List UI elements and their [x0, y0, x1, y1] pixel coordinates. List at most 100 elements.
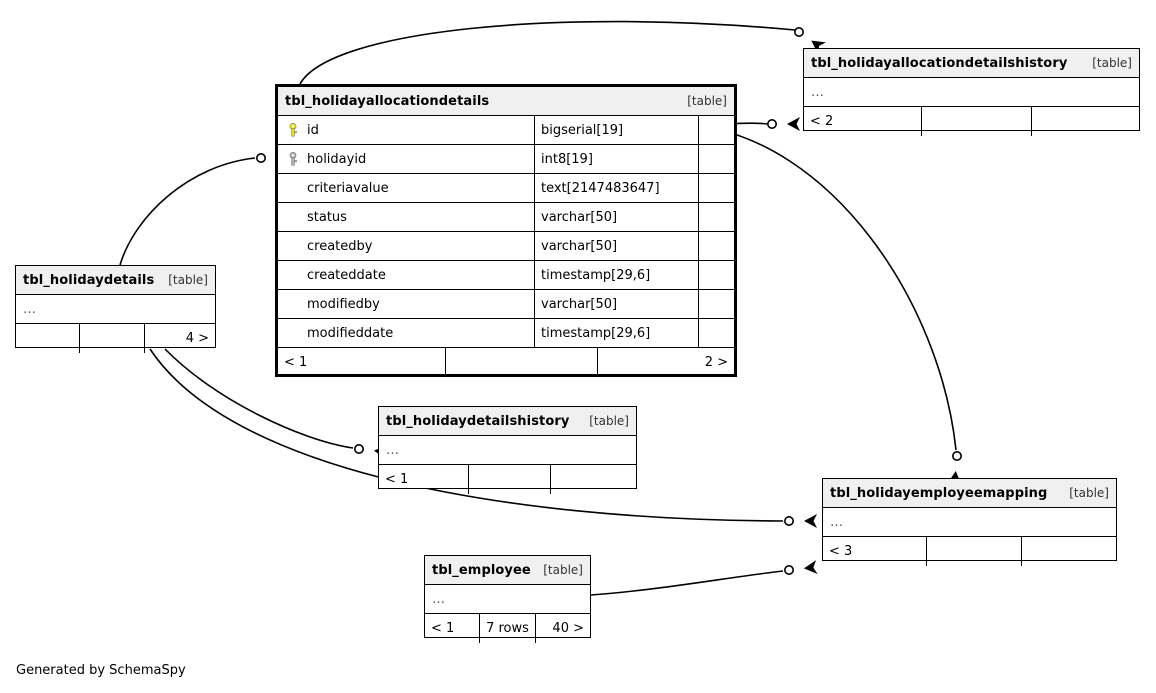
table-header: tbl_holidaydetails[table]	[16, 266, 215, 295]
footer-cell: < 1	[379, 465, 469, 494]
collapsed-columns-ellipsis: …	[16, 295, 215, 324]
cardinality-circle-marker	[353, 443, 364, 454]
column-name-cell: createddate	[278, 261, 535, 289]
column-spacer-cell	[699, 290, 734, 318]
table-name: tbl_holidaydetailshistory	[386, 413, 570, 429]
key-icon-foreign	[286, 152, 300, 166]
table-footer: < 1 2 >	[278, 348, 734, 377]
table-name: tbl_holidayemployeemapping	[830, 485, 1048, 501]
cardinality-circle-marker	[951, 450, 962, 461]
table-tbl_holidayallocationdetailshistory[interactable]: tbl_holidayallocationdetailshistory [tabl…	[803, 48, 1140, 136]
column-name-label: holidayid	[307, 151, 367, 167]
table-type-tag: [table]	[1069, 486, 1109, 500]
column-spacer-cell	[699, 319, 734, 347]
table-type-tag: [table]	[687, 94, 727, 108]
column-name-label: id	[307, 122, 319, 138]
table-type-tag: [table]	[589, 414, 629, 428]
footer-cell	[1022, 537, 1116, 566]
footer-cell	[927, 537, 1022, 566]
column-name-label: createdby	[307, 238, 373, 254]
footer-cell	[446, 348, 598, 377]
table-footer: < 2	[804, 107, 1139, 136]
table-name: tbl_holidayallocationdetailshistory	[811, 55, 1068, 71]
column-spacer-cell	[699, 145, 734, 173]
table-footer: < 1	[379, 465, 636, 494]
table-column-row: modifieddate timestamp[29,6]	[278, 319, 734, 348]
cardinality-circle-marker	[255, 153, 266, 164]
table-type-tag: [table]	[543, 563, 583, 577]
relationship-tbl_employee-to-tbl_holidayemployeemapping	[590, 560, 818, 596]
table-column-row: modifiedby varchar[50]	[278, 290, 734, 319]
table-tbl_holidaydetailshistory[interactable]: tbl_holidaydetailshistory [table] …< 1	[378, 406, 637, 494]
key-icon-primary	[286, 123, 300, 137]
column-name-cell: createdby	[278, 232, 535, 260]
footer-cell	[80, 324, 145, 353]
relationship-line	[299, 20, 796, 85]
relationship-line	[590, 570, 784, 596]
footer-cell: < 3	[823, 537, 927, 566]
column-name-cell: modifieddate	[278, 319, 535, 347]
column-type-cell: timestamp[29,6]	[535, 319, 699, 347]
table-footer: < 3	[823, 537, 1116, 566]
column-name-cell: criteriavalue	[278, 174, 535, 202]
relationship-tbl_holidayallocationdetails-to-tbl_holidayallocationdetailshistory	[299, 20, 826, 85]
column-type-cell: varchar[50]	[535, 290, 699, 318]
footer-cell	[16, 324, 80, 353]
collapsed-columns-ellipsis: …	[804, 78, 1139, 107]
footer-cell	[1032, 107, 1139, 136]
footer-cell	[469, 465, 551, 494]
footer-cell: < 2	[804, 107, 922, 136]
cardinality-circle-marker	[783, 564, 794, 575]
cardinality-circle-marker	[766, 119, 777, 130]
table-header: tbl_employee [table]	[425, 556, 590, 585]
footer-cell	[551, 465, 636, 494]
footer-cell: < 1	[425, 614, 480, 643]
column-name-label: createddate	[307, 267, 386, 283]
table-header: tbl_holidayallocationdetailshistory [tabl…	[804, 49, 1139, 78]
table-name: tbl_holidayallocationdetails	[285, 93, 490, 109]
column-name-cell: modifiedby	[278, 290, 535, 318]
relationship-arrowhead	[803, 560, 818, 575]
column-type-cell: varchar[50]	[535, 203, 699, 231]
footer-cell: 4 >	[185, 331, 209, 346]
relationship-arrowhead	[787, 117, 800, 131]
cardinality-circle-marker	[783, 515, 794, 526]
table-header: tbl_holidayemployeemapping [table]	[823, 479, 1116, 508]
column-spacer-cell	[699, 116, 734, 144]
column-type-cell: varchar[50]	[535, 232, 699, 260]
footer-cell: 40 >	[552, 621, 584, 636]
column-spacer-cell	[699, 232, 734, 260]
relationship-line	[119, 157, 256, 266]
table-footer: 4 >	[16, 324, 215, 353]
column-name-label: modifiedby	[307, 296, 380, 312]
cardinality-circle-marker	[793, 26, 804, 37]
column-name-cell: holidayid	[278, 145, 535, 173]
column-spacer-cell	[699, 174, 734, 202]
table-tbl_holidayemployeemapping[interactable]: tbl_holidayemployeemapping [table] …< 3	[822, 478, 1117, 566]
footer-cell: 2 >	[704, 355, 728, 370]
collapsed-columns-ellipsis: …	[823, 508, 1116, 537]
table-name: tbl_holidaydetails	[23, 272, 155, 288]
relationship-tbl_holidaydetails-to-tbl_holidayallocationdetails	[119, 151, 289, 266]
footer-cell: < 1	[278, 348, 446, 377]
relationship-arrowhead	[804, 514, 817, 528]
column-name-label: modifieddate	[307, 325, 394, 341]
generated-by-label: Generated by SchemaSpy	[16, 663, 186, 678]
column-spacer-cell	[699, 203, 734, 231]
table-header: tbl_holidayallocationdetails [table]	[278, 87, 734, 116]
column-name-cell: status	[278, 203, 535, 231]
table-type-tag: [table]	[1092, 56, 1132, 70]
table-name: tbl_employee	[432, 562, 531, 578]
table-tbl_holidaydetails[interactable]: tbl_holidaydetails[table]… 4 >	[15, 265, 216, 353]
footer-cell: 7 rows	[480, 614, 536, 643]
collapsed-columns-ellipsis: …	[379, 436, 636, 465]
